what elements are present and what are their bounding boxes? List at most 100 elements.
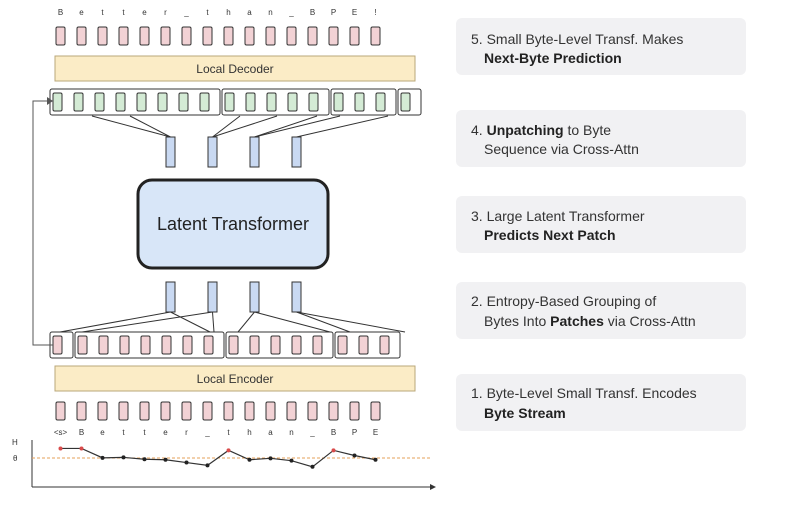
decoder-patch-groups	[49, 88, 422, 116]
entropy-point	[205, 463, 210, 468]
input-byte-cell	[97, 401, 108, 421]
step-1-line1: 1. Byte-Level Small Transf. Encodes	[471, 385, 697, 401]
input-byte-cell	[118, 401, 129, 421]
input-byte-cell	[223, 401, 234, 421]
input-byte-label: e	[163, 428, 168, 437]
patch-line	[170, 311, 211, 333]
step-5-bold: Next-Byte Prediction	[484, 50, 622, 66]
output-byte-label: e	[79, 8, 84, 17]
patch-byte-cell	[98, 335, 109, 355]
input-byte-row	[55, 401, 381, 421]
step-2-line1: 2. Entropy-Based Grouping of	[471, 293, 657, 309]
patch-byte-cell	[337, 335, 348, 355]
output-byte-label: B	[58, 8, 63, 17]
patch-byte-cell	[312, 335, 323, 355]
input-patch-vector	[207, 281, 218, 313]
output-byte-label: _	[288, 8, 294, 17]
step-2-line2: Bytes Into Patches via Cross-Attn	[484, 312, 696, 331]
step-4-card: 4. Unpatching to Byte Sequence via Cross…	[456, 110, 746, 167]
step-4-prefix: 4.	[471, 122, 487, 138]
input-byte-label: e	[100, 428, 105, 437]
output-byte-cell	[286, 26, 297, 46]
output-byte-cell	[265, 26, 276, 46]
output-patch-vectors	[165, 136, 302, 168]
output-byte-label: n	[268, 8, 272, 17]
entropy-point	[184, 460, 189, 465]
unpatching-lines	[91, 115, 389, 138]
patching-lines	[59, 311, 406, 333]
output-byte-label: h	[226, 8, 230, 17]
entropy-point	[100, 455, 105, 460]
feedback-arrowhead	[47, 97, 53, 105]
input-byte-cell	[286, 401, 297, 421]
patch-byte-cell	[224, 92, 235, 112]
output-byte-label: r	[164, 8, 167, 17]
output-byte-label: _	[183, 8, 189, 17]
output-byte-label: E	[352, 8, 357, 17]
patch-byte-cell	[140, 335, 151, 355]
entropy-point	[163, 457, 168, 462]
output-byte-cell	[139, 26, 150, 46]
encoder-patch-groups	[49, 331, 401, 359]
unpatch-line	[91, 115, 171, 138]
input-byte-label: n	[289, 428, 293, 437]
output-patch-vector	[165, 136, 176, 168]
input-byte-label: a	[268, 428, 273, 437]
patch-byte-cell	[203, 335, 214, 355]
input-byte-label: B	[79, 428, 84, 437]
output-patch-vector	[291, 136, 302, 168]
output-byte-label: P	[331, 8, 336, 17]
patch-byte-cell	[52, 335, 63, 355]
x-axis-arrowhead	[430, 484, 436, 490]
input-byte-cell	[76, 401, 87, 421]
step-4-line1: 4. Unpatching to Byte	[471, 121, 611, 140]
patch-line	[81, 311, 213, 333]
patch-byte-cell	[228, 335, 239, 355]
patch-byte-cell	[52, 92, 63, 112]
output-byte-cell	[97, 26, 108, 46]
patch-byte-cell	[94, 92, 105, 112]
patch-byte-cell	[157, 92, 168, 112]
input-byte-cell	[244, 401, 255, 421]
input-patch-vector	[165, 281, 176, 313]
output-byte-cell	[181, 26, 192, 46]
unpatch-line	[212, 115, 241, 138]
output-byte-cell	[370, 26, 381, 46]
unpatch-line	[129, 115, 171, 138]
patch-line	[59, 311, 171, 333]
step-1-line2: Byte Stream	[484, 404, 566, 423]
input-byte-label: <s>	[54, 428, 68, 437]
step-2-suffix: via Cross-Attn	[603, 313, 696, 329]
patch-byte-cell	[245, 92, 256, 112]
input-byte-cell	[370, 401, 381, 421]
entropy-point	[247, 457, 252, 462]
patch-byte-cell	[358, 335, 369, 355]
unpatch-line	[254, 115, 341, 138]
output-byte-cell	[55, 26, 66, 46]
input-byte-cell	[265, 401, 276, 421]
input-byte-label: P	[352, 428, 357, 437]
input-byte-label: E	[373, 428, 378, 437]
output-byte-label: t	[206, 8, 209, 17]
step-4-suffix: to Byte	[563, 122, 612, 138]
input-byte-cell	[307, 401, 318, 421]
output-byte-label: B	[310, 8, 315, 17]
patch-byte-cell	[119, 335, 130, 355]
patch-byte-cell	[400, 92, 411, 112]
entropy-point	[373, 457, 378, 462]
patch-line	[296, 311, 406, 333]
entropy-point	[121, 455, 126, 460]
patch-byte-cell	[354, 92, 365, 112]
input-byte-cell	[328, 401, 339, 421]
step-2-prefix: Bytes Into	[484, 313, 551, 329]
patch-line	[212, 311, 215, 333]
input-byte-label: t	[143, 428, 146, 437]
input-byte-label: B	[331, 428, 336, 437]
patch-byte-cell	[178, 92, 189, 112]
output-patch-vector	[249, 136, 260, 168]
step-2-bold: Patches	[550, 313, 604, 329]
input-byte-cell	[349, 401, 360, 421]
